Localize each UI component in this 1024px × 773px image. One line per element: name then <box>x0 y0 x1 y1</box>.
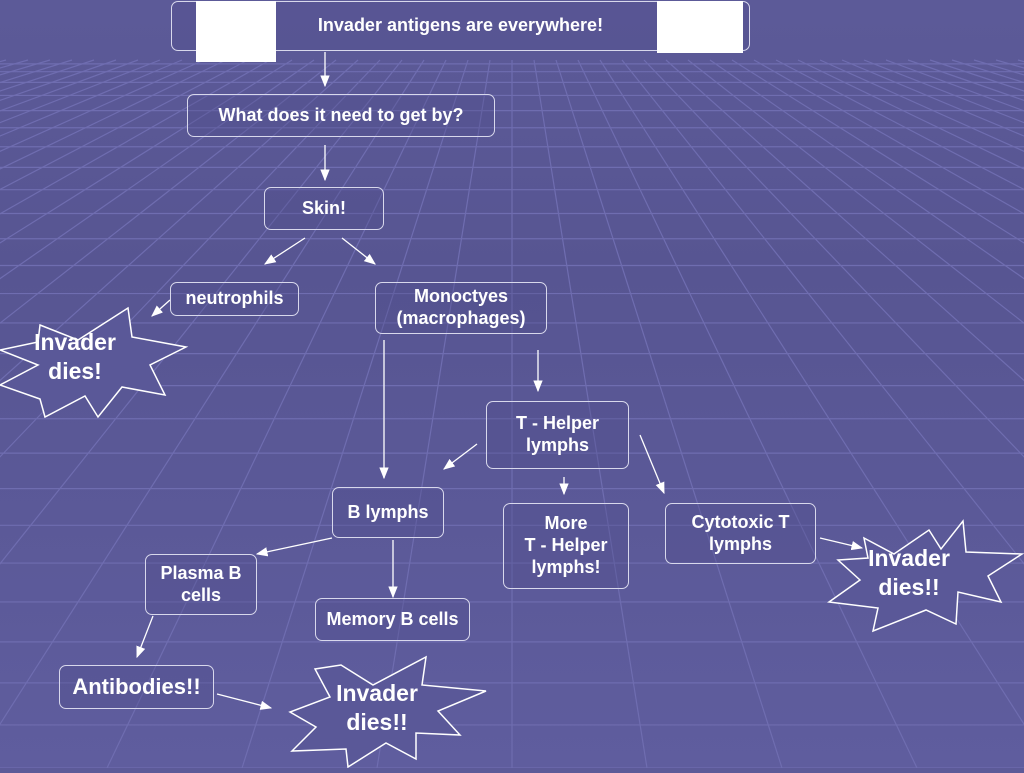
node-more-t-helper: More T - Helper lymphs! <box>503 503 629 589</box>
starburst-shape <box>826 519 1024 633</box>
arrow-cytotoxic-to-burst <box>819 537 864 551</box>
node-need-to-get-by-label: What does it need to get by? <box>218 104 464 125</box>
burst-antibody-kill-label: Invader dies!! <box>336 680 418 735</box>
grid-line <box>555 59 783 768</box>
node-t-helper: T - Helper lymphs <box>486 401 629 469</box>
grid-line <box>0 59 293 244</box>
burst-neutrophil-kill-label: Invader dies! <box>34 329 116 384</box>
node-antibodies: Antibodies!! <box>59 665 214 709</box>
arrow-plasma-to-antibodies <box>136 615 154 659</box>
grid-line <box>533 59 648 768</box>
arrow-b-lymphs-to-plasma <box>255 537 333 557</box>
grid-line <box>599 59 1024 726</box>
burst-neutrophil-kill: Invader dies! <box>0 305 190 420</box>
grid-line <box>376 59 491 768</box>
grid-line <box>0 59 359 382</box>
grid-line <box>643 59 1024 458</box>
grid-line <box>0 59 425 726</box>
starburst-shape <box>0 306 189 419</box>
node-cytotoxic-t: Cytotoxic T lymphs <box>665 503 816 564</box>
node-memory-b-label: Memory B cells <box>326 608 459 629</box>
node-invader-antigens-label: Invader antigens are everywhere! <box>317 15 604 36</box>
grid-line <box>241 59 469 768</box>
grid-line <box>687 59 1024 324</box>
grid-line <box>106 59 447 768</box>
grid-line <box>621 59 1024 565</box>
grid-line <box>0 59 403 565</box>
node-memory-b: Memory B cells <box>315 598 470 641</box>
node-cytotoxic-t-label: Cytotoxic T lymphs <box>691 511 790 554</box>
node-monocytes-label: Monoctyes (macrophages) <box>396 286 526 328</box>
node-plasma-b: Plasma B cells <box>145 554 257 615</box>
node-more-t-helper-label: More T - Helper lymphs! <box>524 513 608 577</box>
grid-line <box>775 59 1024 191</box>
arrow-t-helper-to-b-lymphs <box>443 443 478 470</box>
node-neutrophils: neutrophils <box>170 282 299 316</box>
node-b-lymphs-label: B lymphs <box>347 501 429 522</box>
grid-line <box>0 59 271 215</box>
grid-line <box>0 59 337 324</box>
node-antibodies-label: Antibodies!! <box>72 673 201 699</box>
grid-line <box>0 59 315 280</box>
node-monocytes: Monoctyes (macrophages) <box>375 282 547 334</box>
arrow-neutrophils-to-burst <box>151 299 171 317</box>
grid-line <box>577 59 918 768</box>
starburst-shape <box>288 655 487 769</box>
thumbnail-image-right <box>657 1 743 53</box>
grid-line <box>709 59 1024 280</box>
arrow-skin-to-neutrophils <box>264 237 306 265</box>
grid-line <box>665 59 1024 382</box>
node-t-helper-label: T - Helper lymphs <box>515 413 599 455</box>
burst-cytotoxic-kill: Invader dies!! <box>826 518 1024 633</box>
node-skin: Skin! <box>264 187 384 230</box>
grid-line <box>0 59 381 458</box>
grid-line <box>731 59 1024 244</box>
node-need-to-get-by: What does it need to get by? <box>187 94 495 137</box>
arrow-antibodies-to-burst <box>216 693 273 710</box>
grid-line <box>0 59 249 191</box>
node-b-lymphs: B lymphs <box>332 487 444 538</box>
burst-antibody-kill: Invader dies!! <box>288 655 488 769</box>
node-plasma-b-label: Plasma B cells <box>160 562 242 605</box>
node-neutrophils-label: neutrophils <box>185 288 284 309</box>
thumbnail-image-left <box>196 1 276 62</box>
node-skin-label: Skin! <box>301 197 346 218</box>
arrow-t-helper-to-cytotoxic <box>639 434 665 495</box>
arrow-skin-to-monocytes <box>341 237 376 265</box>
grid-line <box>753 59 1024 215</box>
burst-cytotoxic-kill-label: Invader dies!! <box>868 545 950 600</box>
